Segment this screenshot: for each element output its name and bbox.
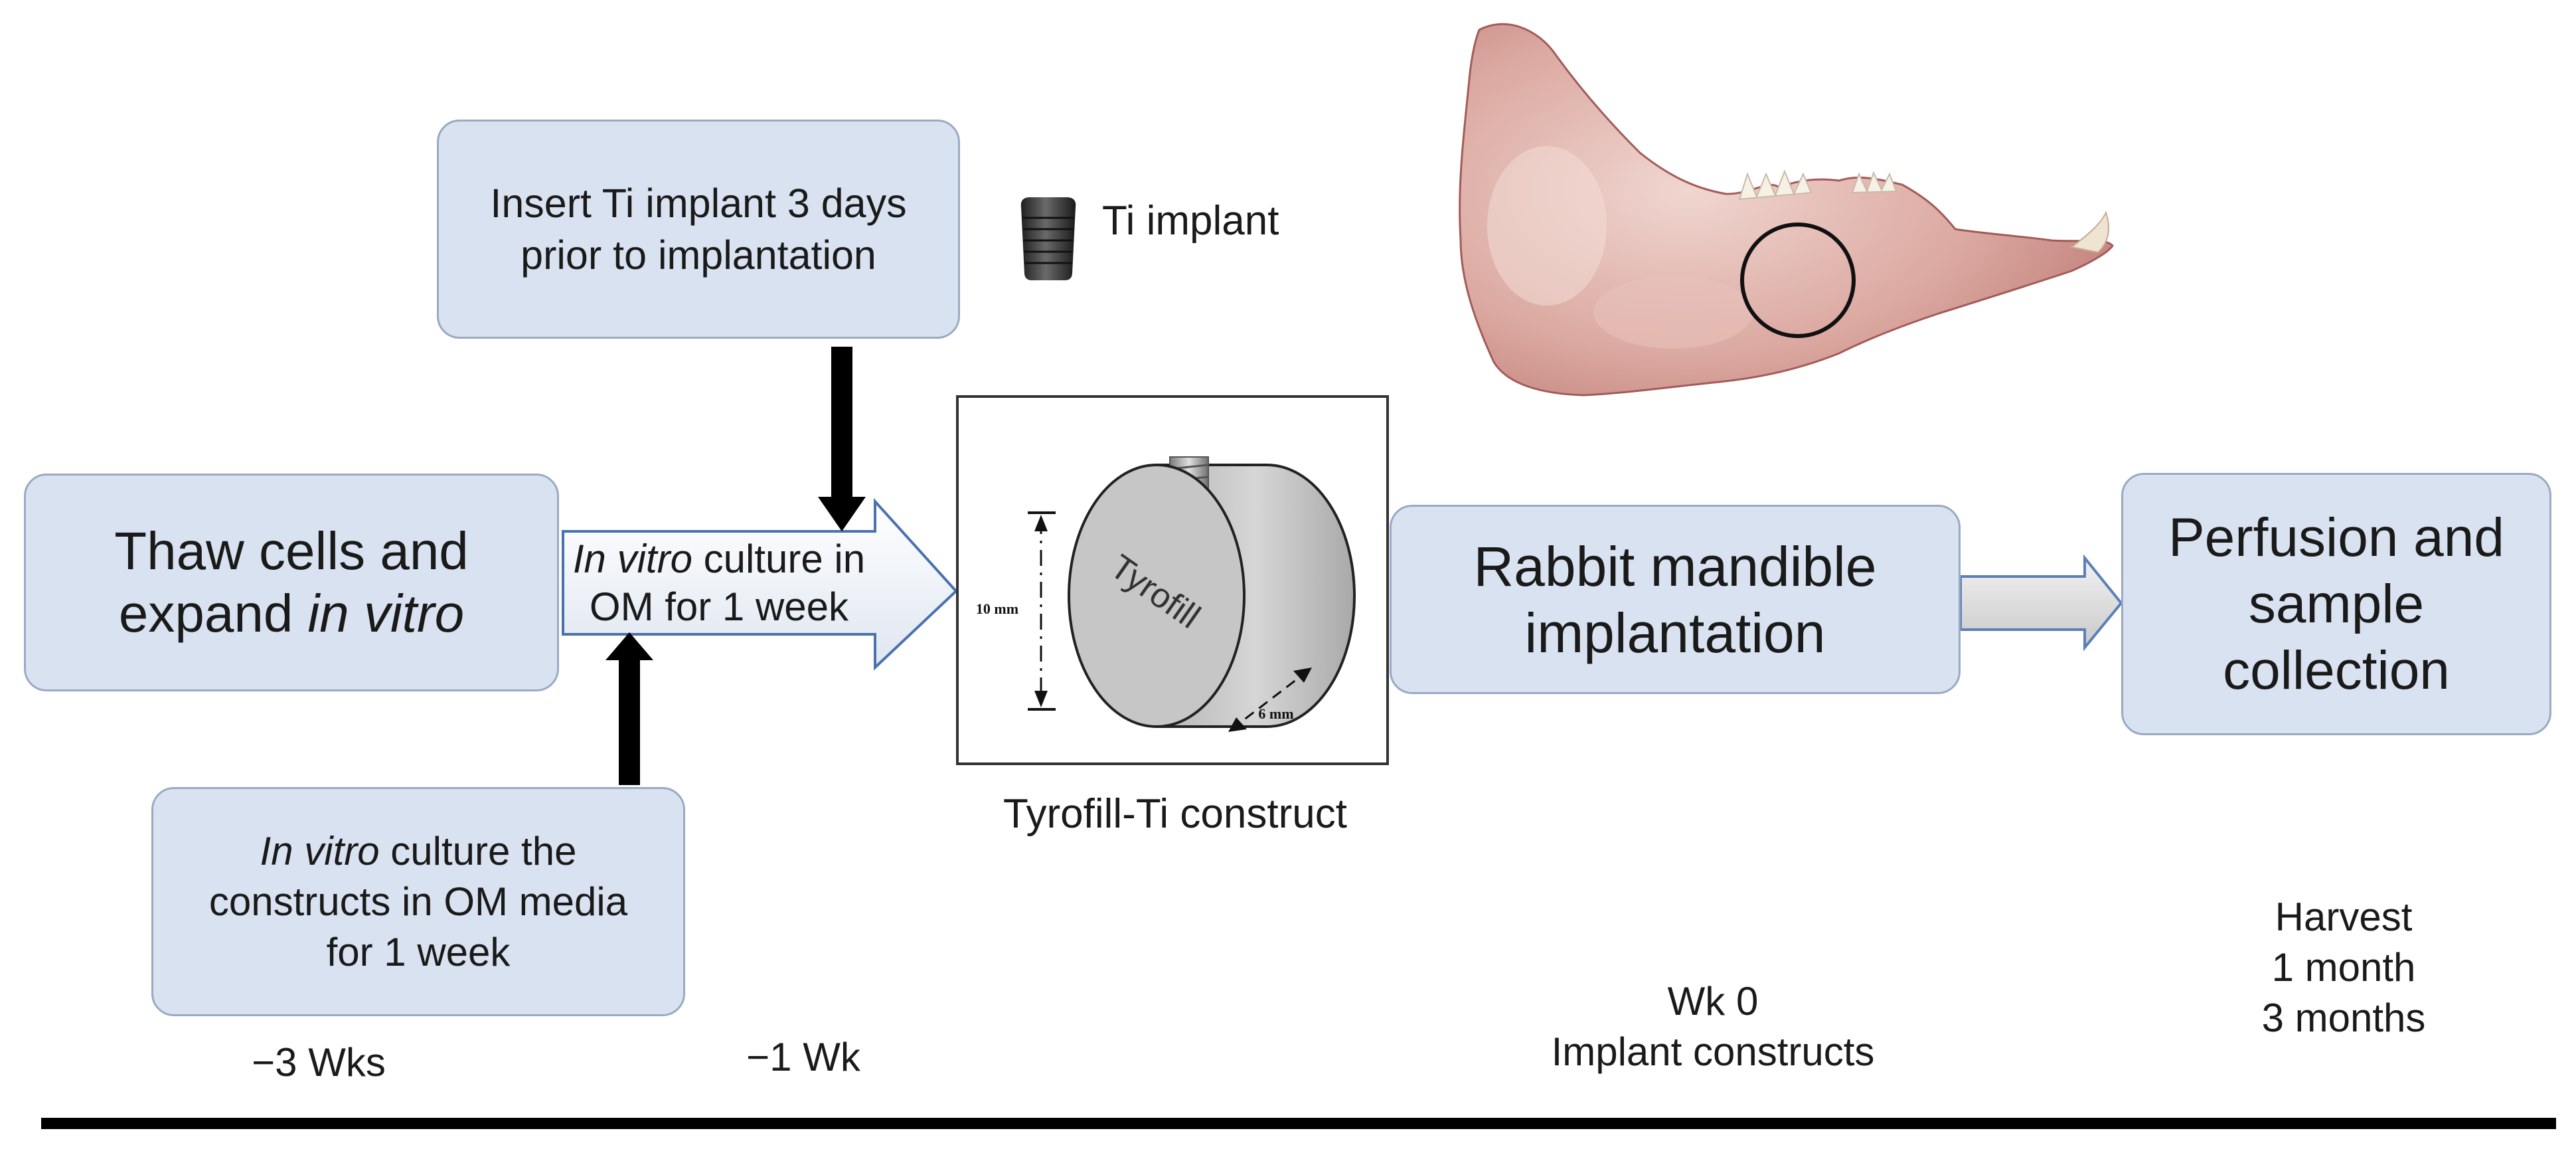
culture-constructs-italic: In vitro <box>260 828 380 873</box>
culture-arrow-line1: culture in <box>692 536 866 581</box>
rabbit-implantation-box: Rabbit mandible implantation <box>1390 505 1961 694</box>
thaw-line2-prefix: expand <box>118 584 308 643</box>
height-dimension-label: 10 mm <box>976 600 1018 617</box>
ti-implant-label: Ti implant <box>1102 198 1279 244</box>
culture-constructs-box: In vitro culture the constructs in OM me… <box>151 787 685 1016</box>
culture-arrow-line2: OM for 1 week <box>589 584 849 629</box>
rabbit-mandible-image <box>1459 23 2114 397</box>
culture-arrow-shape <box>562 497 958 671</box>
thaw-line2-italic: in vitro <box>307 584 465 643</box>
perfusion-text: Perfusion and sample collection <box>2168 507 2504 701</box>
culture-arrow-italic: In vitro <box>572 536 692 581</box>
thaw-line1: Thaw cells and <box>114 521 469 580</box>
perfusion-box: Perfusion and sample collection <box>2121 473 2551 735</box>
depth-dimension-label: 6 mm <box>1258 705 1293 722</box>
insert-ti-implant-text: Insert Ti implant 3 days prior to implan… <box>490 181 907 278</box>
culture-arrow-text: In vitro culture in OM for 1 week <box>563 531 875 634</box>
timeline-wk0-line1: Wk 0 <box>1667 979 1759 1024</box>
up-arrow <box>605 632 653 785</box>
timeline-wk0-label: Wk 0 Implant constructs <box>1441 976 1985 1077</box>
rabbit-implantation-text: Rabbit mandible implantation <box>1473 535 1877 664</box>
culture-constructs-line1: culture the <box>379 828 577 873</box>
timeline-bar <box>41 1118 2556 1129</box>
insert-ti-implant-box: Insert Ti implant 3 days prior to implan… <box>437 120 960 339</box>
timeline-minus3-label: −3 Wks <box>252 1040 386 1085</box>
timeline-harvest-label: Harvest 1 month 3 months <box>2191 892 2496 1043</box>
timeline-harvest-line2: 1 month <box>2271 945 2416 990</box>
timeline-minus1-label: −1 Wk <box>746 1035 860 1079</box>
timeline-harvest-line3: 3 months <box>2261 996 2426 1040</box>
ti-implant-icon <box>1020 197 1076 280</box>
construct-caption: Tyrofill-Ti construct <box>1003 791 1347 837</box>
culture-constructs-line2: constructs in OM media for 1 week <box>208 879 628 974</box>
down-arrow <box>818 347 866 531</box>
timeline-harvest-line1: Harvest <box>2275 895 2413 939</box>
timeline-wk0-line2: Implant constructs <box>1551 1029 1875 1074</box>
thaw-cells-box: Thaw cells and expand in vitro <box>24 474 559 691</box>
construct-schematic <box>956 395 1389 765</box>
transition-arrow-shape <box>1959 554 2123 652</box>
